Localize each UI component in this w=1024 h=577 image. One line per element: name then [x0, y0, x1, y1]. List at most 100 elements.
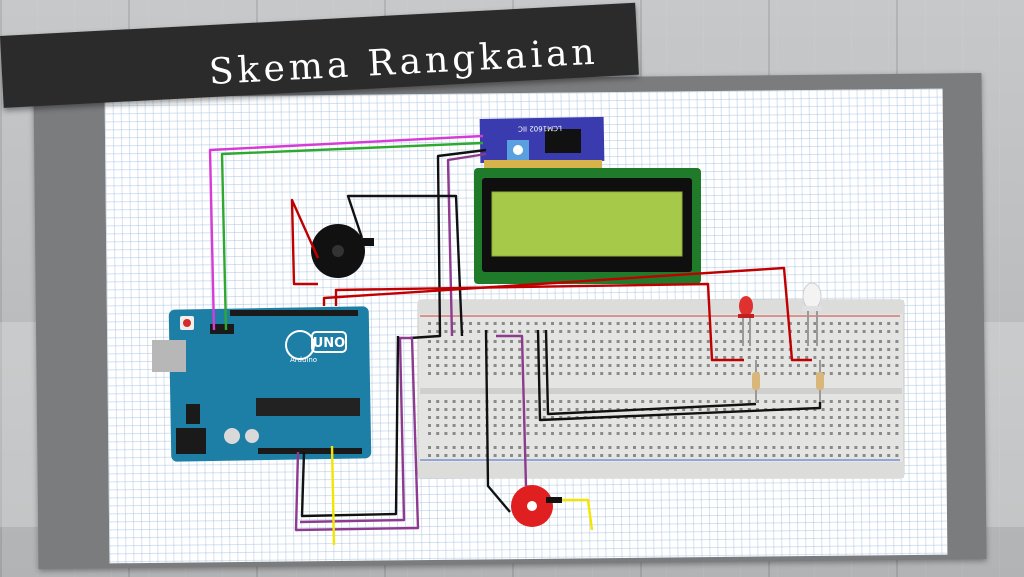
breadboard-hole — [624, 364, 628, 367]
breadboard-hole — [657, 400, 661, 403]
breadboard-hole — [879, 372, 882, 375]
breadboard-hole — [510, 356, 513, 359]
breadboard-hole — [797, 424, 800, 427]
breadboard-hole — [747, 356, 751, 359]
breadboard-hole — [682, 408, 686, 411]
breadboard-hole — [805, 356, 809, 359]
breadboard-hole — [870, 322, 874, 325]
breadboard-hole — [559, 364, 563, 367]
breadboard-hole — [657, 356, 661, 359]
breadboard-hole — [444, 372, 448, 375]
breadboard-hole — [477, 400, 481, 403]
breadboard-hole — [575, 432, 579, 435]
breadboard-hole — [665, 340, 669, 343]
breadboard-hole — [698, 364, 702, 367]
breadboard-hole — [706, 322, 710, 325]
breadboard-hole — [887, 416, 891, 419]
breadboard-hole — [715, 416, 718, 419]
breadboard-hole — [682, 372, 686, 375]
i2c-module: LCM1602 IIC — [479, 116, 605, 168]
breadboard-hole — [526, 330, 530, 333]
breadboard-hole — [854, 322, 858, 325]
breadboard-hole — [559, 446, 563, 449]
breadboard-hole — [862, 416, 866, 419]
breadboard-hole — [428, 424, 431, 427]
breadboard-hole — [797, 400, 800, 403]
breadboard-hole — [756, 322, 759, 325]
breadboard-hole — [780, 364, 784, 367]
breadboard-hole — [682, 432, 686, 435]
breadboard-hole — [641, 400, 645, 403]
breadboard-hole — [501, 364, 505, 367]
breadboard-hole — [764, 372, 768, 375]
breadboard-hole — [444, 348, 448, 351]
breadboard-hole — [665, 372, 669, 375]
breadboard-hole — [493, 340, 497, 343]
breadboard-hole — [829, 424, 833, 427]
breadboard-hole — [436, 454, 440, 457]
breadboard-hole — [559, 454, 563, 457]
breadboard-hole — [600, 364, 604, 367]
breadboard-hole — [518, 340, 522, 343]
breadboard-hole — [829, 446, 833, 449]
breadboard-hole — [624, 454, 628, 457]
breadboard-hole — [780, 348, 784, 351]
breadboard-hole — [747, 348, 751, 351]
breadboard-hole — [452, 432, 456, 435]
breadboard-hole — [846, 424, 850, 427]
breadboard-hole — [846, 330, 850, 333]
breadboard-hole — [682, 330, 686, 333]
breadboard-hole — [551, 416, 554, 419]
breadboard-hole — [551, 372, 554, 375]
breadboard-hole — [723, 348, 727, 351]
breadboard-hole — [698, 372, 702, 375]
breadboard-hole — [493, 432, 497, 435]
breadboard-hole — [641, 446, 645, 449]
breadboard-hole — [887, 432, 891, 435]
breadboard-hole — [854, 372, 858, 375]
breadboard-hole — [477, 364, 481, 367]
breadboard-hole — [551, 408, 554, 411]
breadboard-hole — [854, 432, 858, 435]
breadboard-hole — [731, 400, 735, 403]
breadboard-hole — [895, 364, 899, 367]
breadboard-hole — [608, 340, 612, 343]
breadboard-hole — [460, 364, 464, 367]
breadboard-hole — [559, 348, 563, 351]
breadboard-hole — [829, 340, 833, 343]
breadboard-hole — [772, 330, 776, 333]
breadboard-hole — [559, 416, 563, 419]
breadboard-hole — [879, 340, 882, 343]
breadboard-hole — [813, 340, 817, 343]
breadboard-hole — [608, 446, 612, 449]
breadboard-hole — [436, 340, 440, 343]
breadboard-hole — [534, 446, 538, 449]
breadboard-hole — [534, 424, 538, 427]
breadboard-hole — [682, 416, 686, 419]
breadboard-hole — [493, 446, 497, 449]
breadboard-hole — [452, 454, 456, 457]
breadboard-hole — [624, 400, 628, 403]
breadboard-hole — [862, 446, 866, 449]
breadboard-hole — [460, 454, 464, 457]
breadboard-hole — [428, 364, 431, 367]
breadboard-hole — [501, 424, 505, 427]
breadboard-hole — [551, 340, 554, 343]
breadboard-hole — [690, 330, 694, 333]
breadboard-hole — [657, 364, 661, 367]
breadboard-hole — [838, 408, 841, 411]
breadboard-hole — [706, 432, 710, 435]
breadboard-hole — [600, 356, 604, 359]
breadboard-hole — [575, 348, 579, 351]
breadboard-hole — [764, 424, 768, 427]
breadboard-hole — [501, 356, 505, 359]
breadboard-hole — [772, 446, 776, 449]
breadboard-hole — [821, 416, 825, 419]
breadboard-hole — [633, 416, 636, 419]
breadboard-hole — [542, 340, 546, 343]
breadboard-hole — [870, 400, 874, 403]
breadboard-hole — [887, 424, 891, 427]
breadboard-hole — [460, 416, 464, 419]
breadboard-hole — [444, 454, 448, 457]
breadboard-hole — [862, 364, 866, 367]
